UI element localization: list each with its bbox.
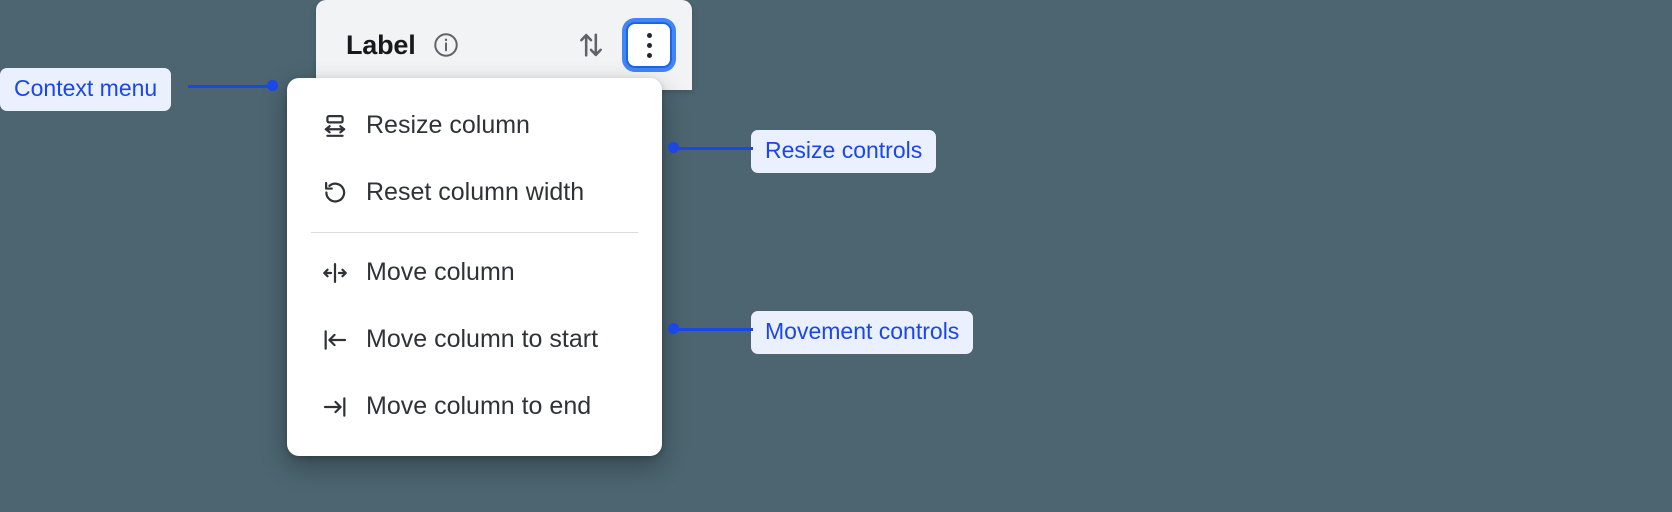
menu-divider (311, 232, 638, 233)
resize-horizontal-icon (321, 112, 366, 140)
more-vertical-icon-dot (646, 52, 652, 58)
more-vertical-icon-dot (646, 42, 652, 48)
annotation-anchor-dot (668, 323, 679, 334)
annotation-leader-line (673, 328, 753, 331)
annotation-label-context-menu: Context menu (0, 68, 172, 111)
annotation-leader-line (673, 147, 753, 150)
menu-item-move-column-to-end[interactable]: Move column to end (287, 373, 662, 440)
menu-item-label: Resize column (366, 111, 530, 139)
page-title: Label (346, 29, 416, 60)
reset-counterclockwise-icon (321, 179, 366, 207)
info-circle-icon[interactable] (432, 31, 460, 59)
annotation-leader-line (188, 85, 272, 88)
menu-item-move-column-to-start[interactable]: Move column to start (287, 306, 662, 373)
menu-item-label: Move column to start (366, 325, 599, 353)
move-to-end-icon (321, 393, 366, 421)
move-left-right-icon (321, 259, 366, 287)
menu-item-move-column[interactable]: Move column (287, 239, 662, 306)
menu-item-label: Move column (366, 258, 515, 286)
menu-item-label: Reset column width (366, 178, 585, 206)
annotation-label-movement-controls: Movement controls (751, 311, 974, 354)
annotation-anchor-dot (668, 142, 679, 153)
menu-item-resize-column[interactable]: Resize column (287, 92, 662, 159)
column-header-card: Label (316, 0, 692, 90)
more-options-button[interactable] (626, 22, 672, 68)
menu-item-reset-column-width[interactable]: Reset column width (287, 159, 662, 226)
move-to-start-icon (321, 326, 366, 354)
menu-item-label: Move column to end (366, 392, 592, 420)
context-menu: Resize column Reset column width (287, 78, 662, 456)
annotation-anchor-dot (267, 80, 278, 91)
sort-arrows-icon[interactable] (574, 28, 626, 62)
more-vertical-icon-dot (646, 32, 652, 38)
annotation-label-resize-controls: Resize controls (751, 130, 937, 173)
